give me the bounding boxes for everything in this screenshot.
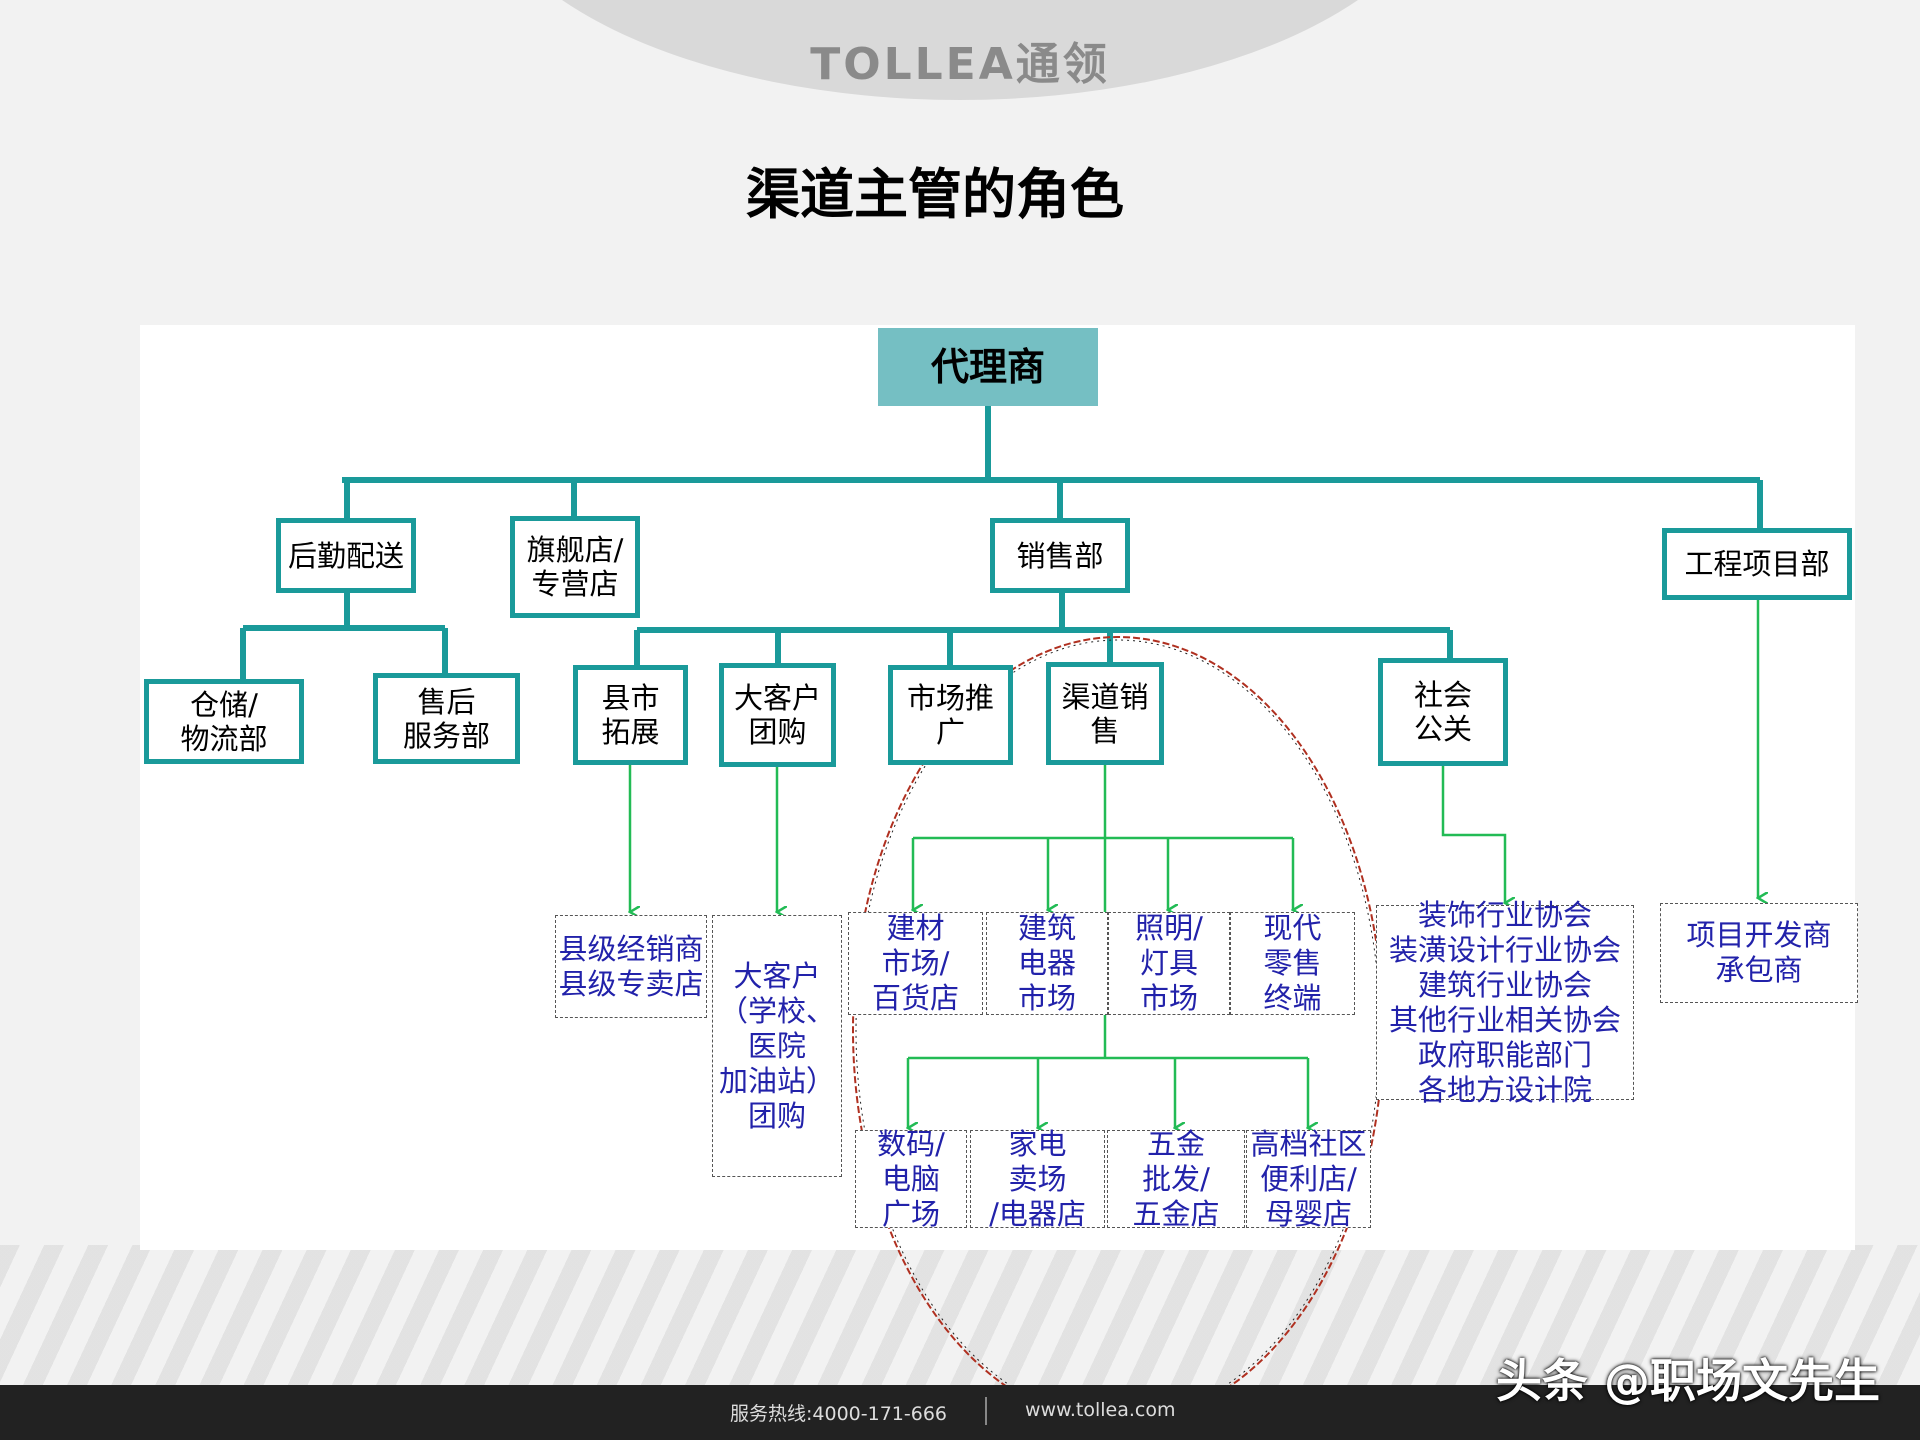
target-associations: 装饰行业协会 装潢设计行业协会 建筑行业协会 其他行业相关协会 政府职能部门 各… <box>1376 898 1634 1107</box>
brand-logo: TOLLEA通领 <box>810 39 1110 90</box>
target-county-dealers: 县级经销商 县级专卖店 <box>555 915 707 1018</box>
target-building-market: 建材 市场/ 百货店 <box>848 911 983 1015</box>
node-key-account: 大客户 团购 <box>719 663 836 767</box>
node-flagship: 旗舰店/ 专营店 <box>510 516 640 618</box>
node-warehouse: 仓储/ 物流部 <box>144 679 304 764</box>
node-county: 县市 拓展 <box>573 665 688 765</box>
footer-bar: 服务热线:4000-171-666 www.tollea.com <box>0 1385 1920 1440</box>
node-engineering: 工程项目部 <box>1662 528 1852 600</box>
footer-divider <box>985 1397 987 1425</box>
target-developers: 项目开发商 承包商 <box>1660 903 1858 1003</box>
target-lighting-market: 照明/ 灯具 市场 <box>1108 911 1230 1015</box>
node-logistics: 后勤配送 <box>276 518 416 593</box>
footer-url[interactable]: www.tollea.com <box>1025 1399 1176 1421</box>
watermark: 头条 @职场文先生 <box>1495 1354 1880 1408</box>
target-electrical-market: 建筑 电器 市场 <box>986 911 1108 1015</box>
target-key-clients: 大客户 （学校、 医院 加油站） 团购 <box>712 915 842 1177</box>
node-sales: 销售部 <box>990 518 1130 593</box>
node-marketing: 市场推广 <box>888 665 1013 765</box>
node-channel-sales: 渠道销售 <box>1046 662 1164 765</box>
target-hardware-wholesale: 五金 批发/ 五金店 <box>1107 1127 1245 1231</box>
page-title: 渠道主管的角色 <box>746 163 1124 226</box>
node-root: 代理商 <box>878 328 1098 406</box>
node-after-sales: 售后 服务部 <box>373 673 520 764</box>
decorative-stripes <box>0 1245 1920 1385</box>
footer-hotline: 服务热线:4000-171-666 <box>730 1403 947 1425</box>
target-modern-retail: 现代 零售 终端 <box>1230 911 1355 1015</box>
target-appliance-store: 家电 卖场 /电器店 <box>970 1127 1105 1231</box>
node-public-affairs: 社会 公关 <box>1378 658 1508 766</box>
target-digital-plaza: 数码/ 电脑 广场 <box>855 1127 967 1231</box>
target-community-store: 高档社区 便利店/ 母婴店 <box>1246 1127 1371 1231</box>
